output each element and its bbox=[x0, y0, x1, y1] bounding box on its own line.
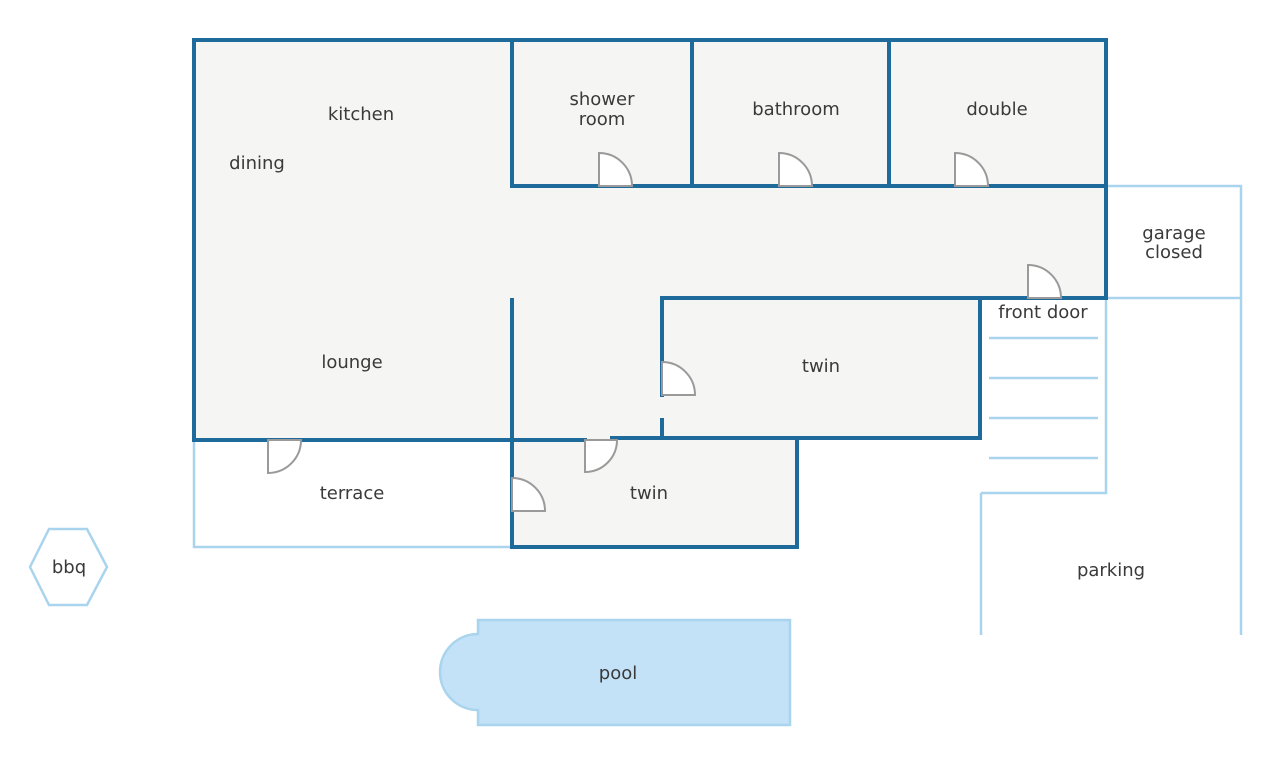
floor-hall bbox=[512, 186, 1106, 298]
labels: kitchen dining shower room bathroom doub… bbox=[52, 89, 1206, 684]
terrace-outline bbox=[192, 440, 512, 549]
door-bathroom bbox=[778, 151, 814, 187]
door-twin-right bbox=[661, 360, 697, 396]
floor-twin-bottom bbox=[512, 438, 797, 547]
garage-outline bbox=[1106, 184, 1243, 300]
bathroom-label: bathroom bbox=[752, 99, 840, 120]
door-terrace bbox=[267, 439, 303, 475]
outdoor-outlines bbox=[192, 184, 1243, 635]
floor-twin-right bbox=[662, 298, 980, 438]
twin-right-label: twin bbox=[802, 356, 840, 377]
lounge-label: lounge bbox=[321, 352, 382, 373]
shower-room-label-line1: shower bbox=[570, 89, 636, 110]
door-shower bbox=[598, 151, 634, 187]
bbq-label: bbq bbox=[52, 557, 86, 578]
floor-main bbox=[194, 40, 512, 440]
bbq-hexagon bbox=[28, 527, 109, 607]
shower-room-label-line2: room bbox=[579, 109, 626, 130]
door-double bbox=[954, 151, 990, 187]
front-door-label: front door bbox=[998, 302, 1088, 323]
pool-label: pool bbox=[599, 663, 637, 684]
kitchen-label: kitchen bbox=[328, 104, 394, 125]
garage-label-line2: closed bbox=[1145, 242, 1203, 263]
doors bbox=[267, 151, 1063, 512]
wall-outer bbox=[192, 38, 1108, 440]
door-twin-bottom bbox=[584, 439, 619, 474]
wall-left bbox=[192, 38, 799, 549]
pool bbox=[438, 618, 792, 727]
dining-label: dining bbox=[229, 153, 285, 174]
parking-outline bbox=[979, 298, 1243, 635]
door-front bbox=[1027, 263, 1063, 299]
double-label: double bbox=[966, 99, 1027, 120]
parking-label: parking bbox=[1077, 560, 1145, 581]
terrace-label: terrace bbox=[320, 483, 385, 504]
floor-corridor bbox=[512, 298, 662, 440]
garage-label-line1: garage bbox=[1142, 223, 1205, 244]
pool-shape bbox=[438, 618, 792, 727]
twin-bottom-label: twin bbox=[630, 483, 668, 504]
walls bbox=[192, 38, 1108, 549]
door-terrace-twin bbox=[511, 476, 547, 512]
bbq bbox=[28, 527, 109, 607]
